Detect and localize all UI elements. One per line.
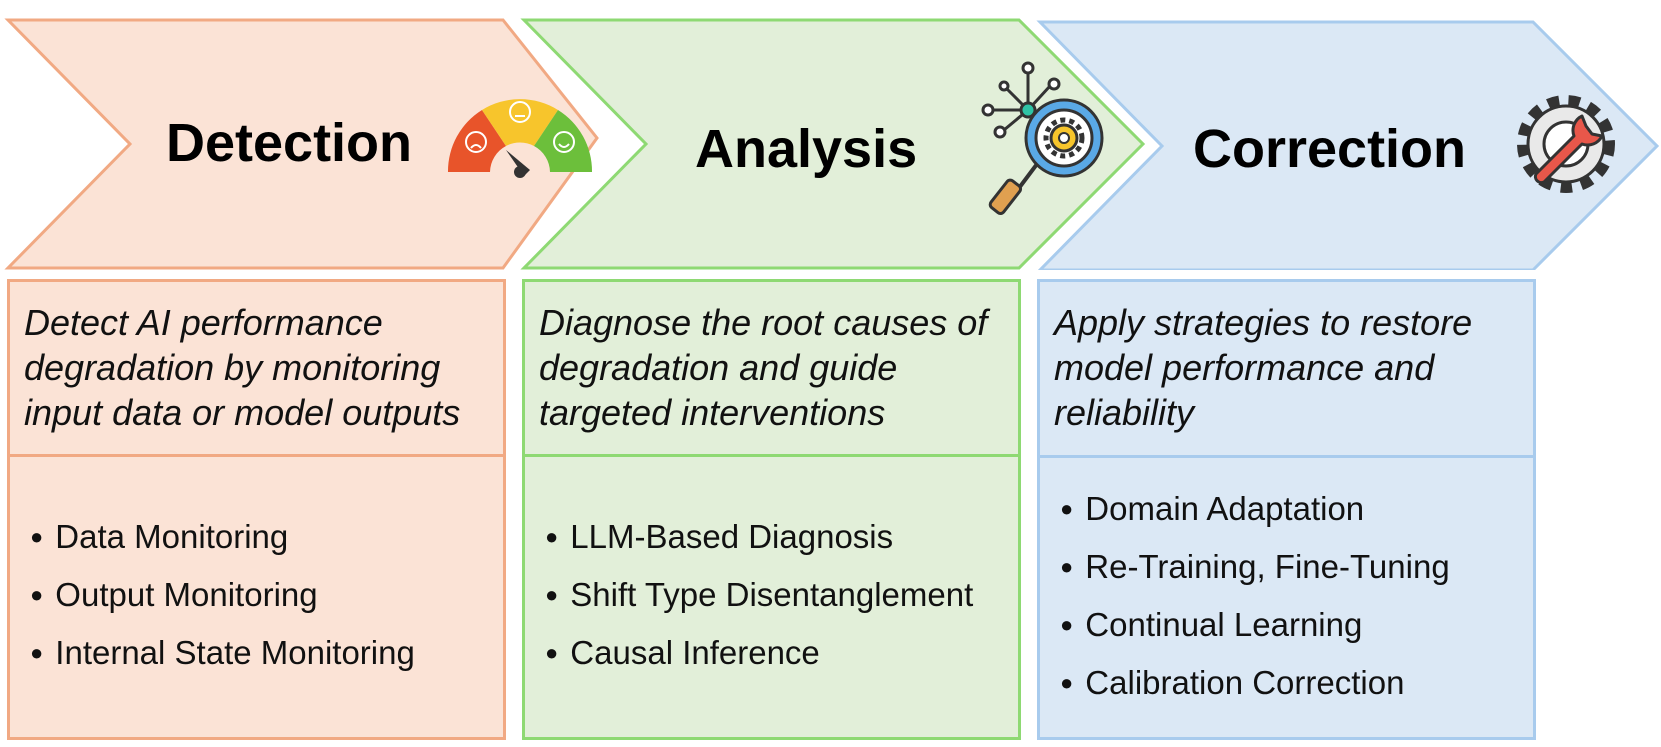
detection-title: Detection	[166, 113, 413, 173]
stage-chevrons	[4, 18, 1660, 270]
list-item: Internal State Monitoring	[30, 626, 503, 684]
correction-title: Correction	[1193, 119, 1467, 179]
list-item: Calibration Correction	[1060, 656, 1533, 714]
correction-list: Domain Adaptation Re-Training, Fine-Tuni…	[1040, 458, 1533, 737]
correction-description: Apply strategies to restore model perfor…	[1040, 282, 1533, 458]
list-item: Causal Inference	[545, 626, 1018, 684]
correction-chevron	[1036, 20, 1660, 270]
list-item: Domain Adaptation	[1060, 482, 1533, 540]
list-item: LLM-Based Diagnosis	[545, 510, 1018, 568]
list-item: Shift Type Disentanglement	[545, 568, 1018, 626]
list-item: Output Monitoring	[30, 568, 503, 626]
magnifier-network-icon	[981, 61, 1104, 215]
detection-description: Detect AI performance degradation by mon…	[10, 282, 503, 457]
analysis-title: Analysis	[695, 119, 918, 179]
analysis-panel: Diagnose the root causes of degradation …	[522, 279, 1021, 740]
gauge-icon	[447, 99, 593, 178]
gear-wrench-icon	[1517, 95, 1615, 193]
list-item: Data Monitoring	[30, 510, 503, 568]
detection-panel: Detect AI performance degradation by mon…	[7, 279, 506, 740]
list-item: Re-Training, Fine-Tuning	[1060, 540, 1533, 598]
analysis-chevron	[520, 18, 1146, 270]
detection-list: Data Monitoring Output Monitoring Intern…	[10, 457, 503, 737]
analysis-list: LLM-Based Diagnosis Shift Type Disentang…	[525, 457, 1018, 737]
correction-panel: Apply strategies to restore model perfor…	[1037, 279, 1536, 740]
analysis-description: Diagnose the root causes of degradation …	[525, 282, 1018, 457]
detection-chevron	[4, 18, 599, 270]
list-item: Continual Learning	[1060, 598, 1533, 656]
